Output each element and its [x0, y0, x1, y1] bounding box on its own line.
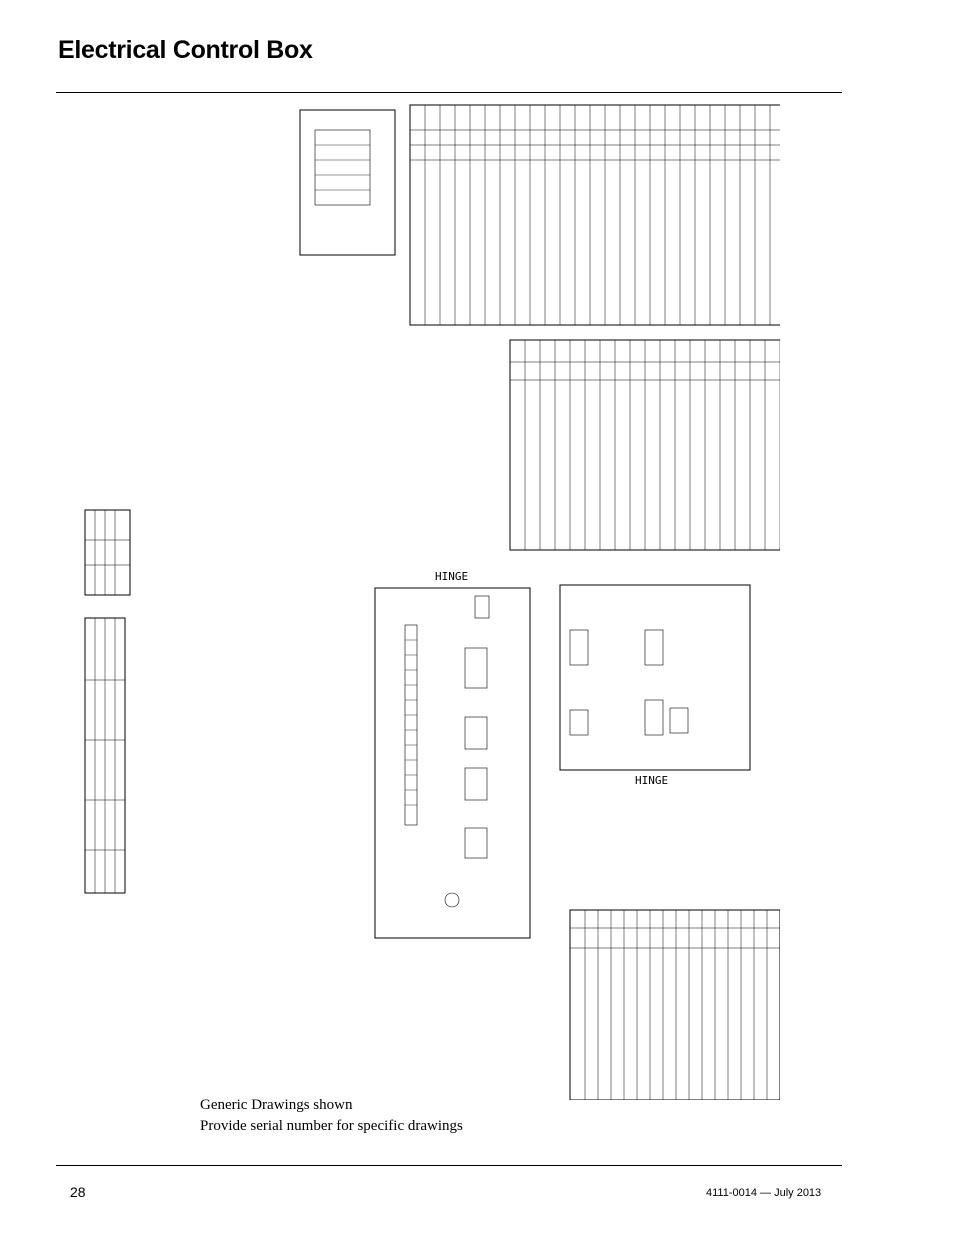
- top-rule: [56, 92, 842, 93]
- document-id: 4111-0014 — July 2013: [706, 1187, 822, 1199]
- table-2: [84, 509, 131, 596]
- wire-chart-table: [569, 909, 780, 1100]
- enclosure-panel-drawing: HINGE: [374, 570, 531, 939]
- electrical-schematic-drawing: HINGE HINGE: [84, 104, 780, 1100]
- caption-line-1: Generic Drawings shown: [200, 1097, 353, 1113]
- bill-of-material-table: [409, 104, 780, 326]
- hinge-label-right: HINGE: [635, 774, 668, 787]
- hinge-label-left: HINGE: [435, 570, 468, 583]
- door-panel-drawing: HINGE: [559, 584, 751, 787]
- caption-line-2: Provide serial number for specific drawi…: [200, 1118, 463, 1134]
- enclosure-label-box: [299, 109, 396, 256]
- page-number: 28: [70, 1184, 86, 1200]
- page-title: Electrical Control Box: [58, 36, 313, 64]
- table-1: [84, 617, 126, 894]
- optional-bill-of-material-table: [509, 339, 780, 551]
- bottom-rule: [56, 1165, 842, 1166]
